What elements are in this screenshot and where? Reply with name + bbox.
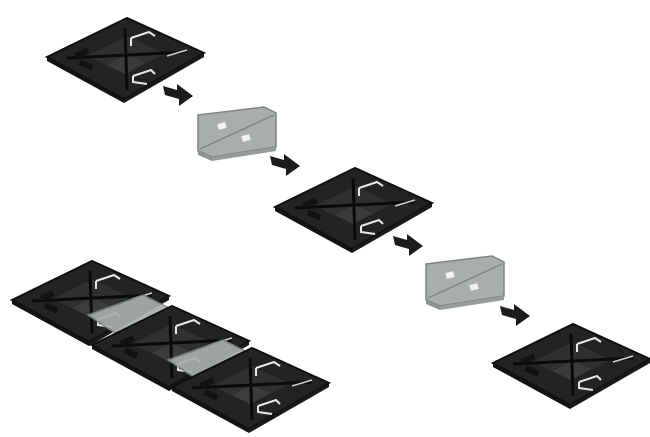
connector-plate-1 — [198, 107, 276, 161]
arrow-2 — [270, 154, 300, 176]
connector-plate-2 — [426, 256, 504, 310]
arrow-4 — [500, 304, 530, 326]
arrow-1 — [163, 84, 193, 106]
tile-3 — [493, 324, 650, 409]
assembled-row — [12, 261, 329, 433]
arrow-3 — [393, 234, 423, 256]
